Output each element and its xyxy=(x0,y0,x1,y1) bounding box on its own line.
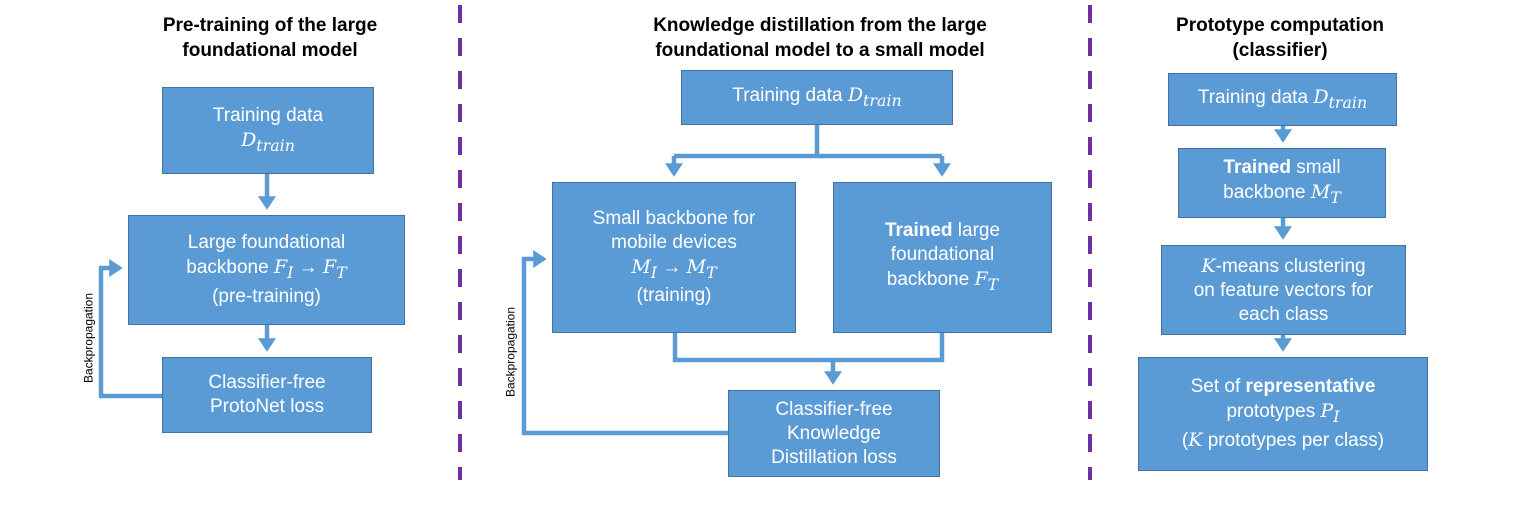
label: Classifier-free xyxy=(775,398,893,420)
math-sub: train xyxy=(1328,92,1368,112)
math-sub: I xyxy=(287,262,294,282)
math-D: D xyxy=(1313,85,1329,108)
math-F: F xyxy=(322,256,337,279)
math-sub: train xyxy=(256,135,295,155)
math-K: K xyxy=(1201,254,1216,277)
label: backbone xyxy=(1223,182,1311,204)
math-sub: T xyxy=(987,274,999,294)
label: mobile devices xyxy=(611,231,737,253)
label: (pre-training) xyxy=(212,285,321,307)
math-F: F xyxy=(273,256,288,279)
label: prototypes per class) xyxy=(1202,430,1385,452)
label: on feature vectors for xyxy=(1193,279,1374,301)
math-sub: T xyxy=(706,262,717,282)
panel1-title-line1: Pre-training of the large xyxy=(162,15,378,36)
panel2-title: Knowledge distillation from the large fo… xyxy=(560,13,1080,63)
math-sub: I xyxy=(1333,406,1340,426)
p3-training-data-box: Training data Dtrain xyxy=(1168,73,1397,126)
math-P: P xyxy=(1320,399,1334,422)
panel1-title-line2: foundational model xyxy=(182,40,358,61)
math-sub: I xyxy=(650,262,658,282)
math-sub: train xyxy=(863,90,902,110)
label: prototypes xyxy=(1226,400,1321,422)
p2-trained-large-backbone-box: Trained large foundational backbone FT xyxy=(833,182,1052,333)
p2-training-data-box: Training data Dtrain xyxy=(681,70,953,125)
label: foundational xyxy=(890,243,995,265)
label: each class xyxy=(1238,303,1329,325)
label: Knowledge xyxy=(786,422,882,444)
p1-protonet-loss-box: Classifier-free ProtoNet loss xyxy=(162,357,372,433)
math-D: D xyxy=(241,128,257,151)
label: Distillation loss xyxy=(771,446,897,468)
label-bold: representative xyxy=(1245,375,1376,397)
right-arrow-glyph: → xyxy=(657,256,687,278)
panel3-title-line2: (classifier) xyxy=(1232,40,1328,61)
label-bold: Trained xyxy=(884,219,953,241)
panel1-title: Pre-training of the large foundational m… xyxy=(100,13,440,63)
label: Training data xyxy=(212,104,324,126)
panel3-title-line1: Prototype computation xyxy=(1176,15,1384,36)
label: -means clustering xyxy=(1215,255,1366,277)
label: Classifier-free xyxy=(208,372,326,393)
math-F: F xyxy=(974,267,988,290)
math-sub: T xyxy=(336,262,347,282)
p3-trained-small-backbone-box: Trained small backbone MT xyxy=(1178,148,1386,218)
p2-kd-loss-box: Classifier-free Knowledge Distillation l… xyxy=(728,390,940,477)
p2-backprop-label: Backpropagation xyxy=(503,306,518,398)
panel3-title: Prototype computation (classifier) xyxy=(1130,13,1430,63)
p1-training-data-box: Training data Dtrain xyxy=(162,87,374,174)
label: Training data xyxy=(732,84,848,106)
label: Set of xyxy=(1190,375,1246,397)
label: Large foundational xyxy=(187,232,346,254)
label: ( xyxy=(1181,430,1189,452)
p1-large-backbone-box: Large foundational backbone FI → FT (pre… xyxy=(128,215,405,325)
math-D: D xyxy=(847,83,864,106)
label: backbone xyxy=(186,257,274,279)
label: backbone xyxy=(886,268,975,290)
label: ProtoNet loss xyxy=(209,396,325,417)
label: (training) xyxy=(636,285,712,307)
math-M: M xyxy=(1310,181,1331,204)
label: Small backbone for xyxy=(592,207,756,229)
panel2-title-line1: Knowledge distillation from the large xyxy=(653,15,987,36)
panel2-title-line2: foundational model to a small model xyxy=(655,40,985,61)
math-M: M xyxy=(686,255,707,278)
math-M: M xyxy=(631,255,651,278)
p3-prototypes-box: Set of representative prototypes PI (K p… xyxy=(1138,357,1428,471)
label: large xyxy=(952,219,1001,241)
right-arrow-glyph: → xyxy=(293,257,323,279)
p3-kmeans-box: K-means clustering on feature vectors fo… xyxy=(1161,245,1406,335)
label-bold: Trained xyxy=(1223,157,1291,179)
p1-backprop-label: Backpropagation xyxy=(81,292,96,384)
label: small xyxy=(1290,157,1341,179)
math-sub: T xyxy=(1330,187,1341,207)
label: Training data xyxy=(1197,86,1314,108)
p2-small-backbone-box: Small backbone for mobile devices MI → M… xyxy=(552,182,796,333)
math-K: K xyxy=(1188,429,1203,452)
